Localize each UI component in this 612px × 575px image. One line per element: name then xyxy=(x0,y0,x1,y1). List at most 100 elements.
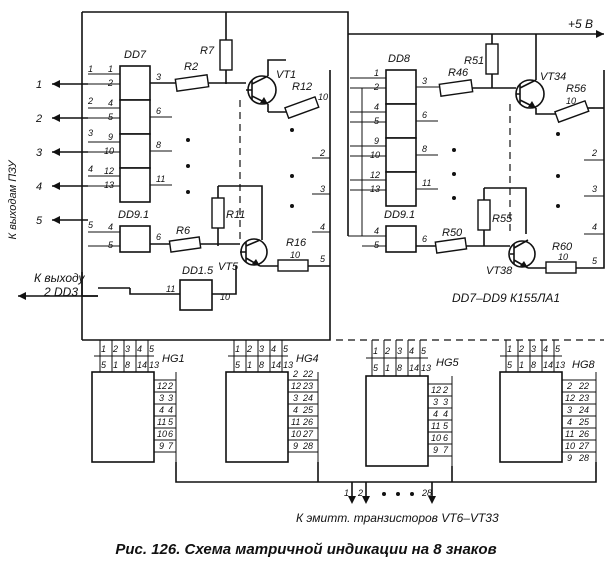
dd7-pin-in-5: 9 xyxy=(108,132,113,142)
dd91-right-pin-out: 6 xyxy=(422,234,427,244)
dd8-pin-in-1: 1 xyxy=(374,68,379,78)
dd7-pin-out-1: 3 xyxy=(156,72,161,82)
hg4-top-3: 3 xyxy=(259,344,264,354)
input-label-2: 2 xyxy=(35,113,42,125)
dd8-pin-in-2: 2 xyxy=(373,82,379,92)
hg4-side-1b: 23 xyxy=(302,381,313,391)
hg4-top-4: 4 xyxy=(271,344,276,354)
hg1-side-4b: 5 xyxy=(168,417,174,427)
input-label-5: 5 xyxy=(36,215,43,227)
dd91-right-pin-in-1: 4 xyxy=(374,226,379,236)
hg8-bot-3: 8 xyxy=(531,360,536,370)
bus-label-1: 1 xyxy=(344,488,349,498)
hg4-top-2: 2 xyxy=(246,344,252,354)
hg1-side-2b: 3 xyxy=(168,393,173,403)
hg8-side-1b: 23 xyxy=(578,393,589,403)
hg5-side-4b: 5 xyxy=(443,421,449,431)
left-vertical-label: К выходам ПЗУ xyxy=(7,160,19,240)
bus-pin-5: 5 xyxy=(88,220,94,230)
hg1-bot-4: 14 xyxy=(137,360,147,370)
hg8-side-5a: 10 xyxy=(565,441,575,451)
r46-resistor xyxy=(438,79,474,97)
input-label-3: 3 xyxy=(36,147,43,159)
hg4-side-2b: 24 xyxy=(302,393,313,403)
dd91-right-pin-in-2: 5 xyxy=(374,240,380,250)
dd7-gate-4 xyxy=(119,167,151,203)
hg5-side-1a: 12 xyxy=(431,385,441,395)
dd8-pin-in-5: 9 xyxy=(374,136,379,146)
to-output-line1: К выходу xyxy=(34,271,86,285)
dd7-pin-out-4: 11 xyxy=(156,174,165,184)
hg4-label: HG4 xyxy=(296,353,319,365)
r6-resistor xyxy=(168,236,202,253)
r56-resistor xyxy=(554,99,590,124)
hg1-side-2a: 3 xyxy=(159,393,164,403)
r16-pin: 10 xyxy=(290,250,300,260)
dd7-gate-2 xyxy=(119,99,151,135)
bus-pin-4: 4 xyxy=(88,164,93,174)
hg5-top-3: 3 xyxy=(397,346,402,356)
hg8-side-2a: 3 xyxy=(567,405,572,415)
hg5-side-6b: 7 xyxy=(443,445,449,455)
r16-label: R16 xyxy=(286,237,307,249)
hg5-top-2: 2 xyxy=(384,346,390,356)
vt1-label: VT1 xyxy=(276,69,296,81)
r55-label: R55 xyxy=(492,213,513,225)
dd8-pin-out-2: 6 xyxy=(422,110,427,120)
bottom-bus xyxy=(175,462,597,504)
r50-resistor xyxy=(434,237,468,254)
hg1-top-3: 3 xyxy=(125,344,130,354)
hg8-label: HG8 xyxy=(572,359,596,371)
r12-label: R12 xyxy=(292,81,312,93)
dd91-left-label: DD9.1 xyxy=(118,209,149,221)
dd7-pin-in-6: 10 xyxy=(104,146,114,156)
hg5-side-3b: 4 xyxy=(443,409,448,419)
dd8-pin-in-4: 5 xyxy=(374,116,380,126)
hg8-side-3b: 25 xyxy=(578,417,590,427)
hg5-side-5a: 10 xyxy=(431,433,441,443)
hg1-side-5a: 10 xyxy=(157,429,167,439)
row-out-left-2: 2 xyxy=(319,148,325,158)
chip-family-label: DD7–DD9 К155ЛА1 xyxy=(452,291,560,305)
hg8-bot-2: 1 xyxy=(519,360,524,370)
hg1-side-3b: 4 xyxy=(168,405,173,415)
dd91-right-label: DD9.1 xyxy=(384,209,415,221)
dd7-input-wires xyxy=(88,73,120,187)
hg4-side-4a: 11 xyxy=(291,417,300,427)
bus-label-28: 28 xyxy=(421,488,432,498)
dd15-pin-out: 10 xyxy=(220,292,230,302)
r12-resistor xyxy=(284,95,320,120)
hg5-bot-5: 13 xyxy=(421,363,431,373)
hg4-bot-5: 13 xyxy=(283,360,293,370)
hg1-side-1a: 12 xyxy=(157,381,167,391)
row-out-left-4: 4 xyxy=(320,222,325,232)
hg8-side-5b: 27 xyxy=(578,441,590,451)
hg8-side-6b: 28 xyxy=(578,453,589,463)
r46-label: R46 xyxy=(448,67,469,79)
dd8-label: DD8 xyxy=(388,53,411,65)
dd7-pin-in-4: 5 xyxy=(108,112,114,122)
hg1-label: HG1 xyxy=(162,353,185,365)
hg1-side-3a: 4 xyxy=(159,405,164,415)
r11-resistor xyxy=(211,197,225,229)
hg4-bot-1: 5 xyxy=(235,360,241,370)
hg1-top-5: 5 xyxy=(149,344,155,354)
hg8-top-1: 1 xyxy=(507,344,512,354)
dd7-pin-in-7: 12 xyxy=(104,166,114,176)
hg4-bot-3: 8 xyxy=(259,360,264,370)
dd8-gate-4 xyxy=(385,171,417,207)
hg1-top-1: 1 xyxy=(101,344,106,354)
hg8-side-3a: 4 xyxy=(567,417,572,427)
r2-resistor xyxy=(174,74,210,92)
hg4-side-2a: 3 xyxy=(293,393,298,403)
hg4-side-5b: 27 xyxy=(302,429,314,439)
dd8-pin-in-3: 4 xyxy=(374,102,379,112)
dd8-pin-in-7: 12 xyxy=(370,170,380,180)
bus-pin-1: 1 xyxy=(88,64,93,74)
dd15-pin-in: 11 xyxy=(166,284,175,294)
hg5-side-1b: 2 xyxy=(442,385,448,395)
hg1-top-2: 2 xyxy=(112,344,118,354)
dd7-gate-1 xyxy=(119,65,151,101)
hg5-top-1: 1 xyxy=(373,346,378,356)
